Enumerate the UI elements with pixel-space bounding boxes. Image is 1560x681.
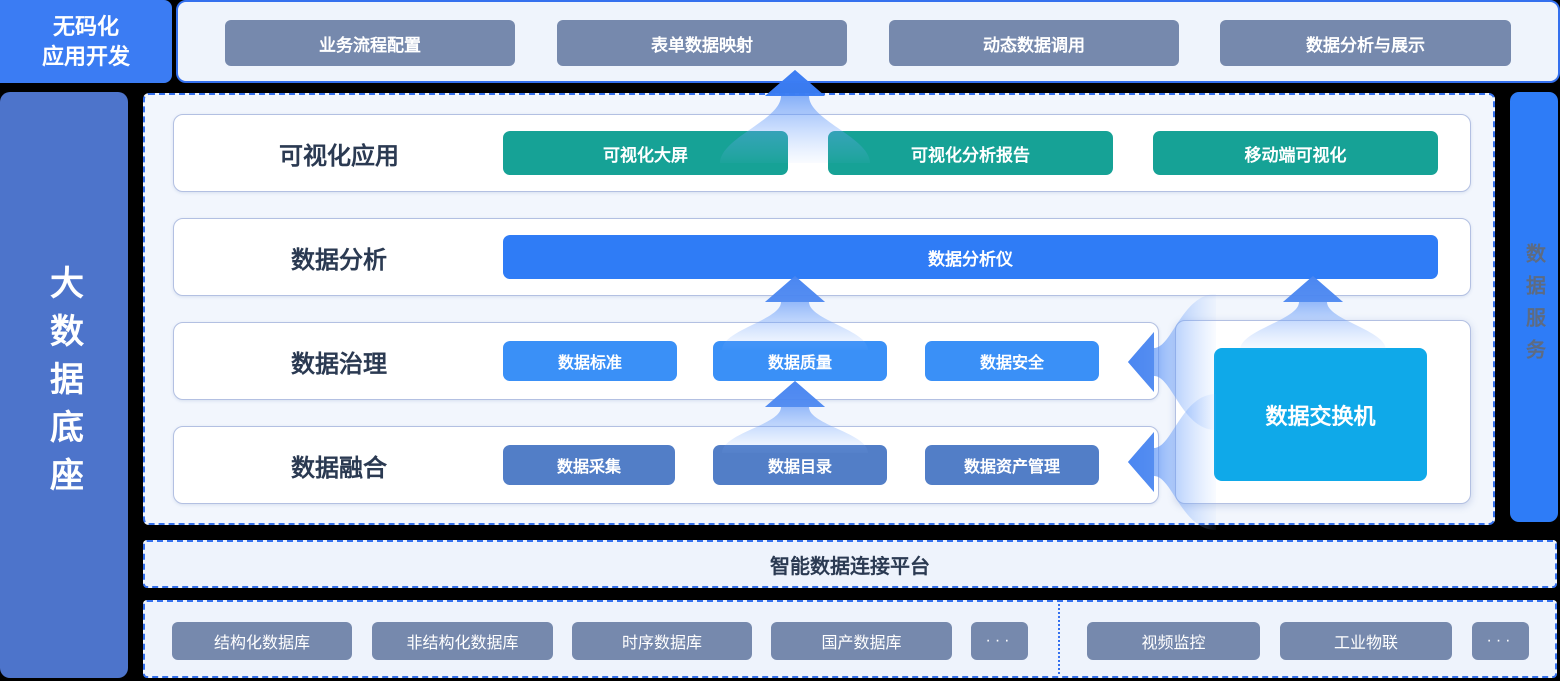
btn-data-security: 数据安全 bbox=[925, 341, 1099, 381]
btn-data-analyzer: 数据分析仪 bbox=[503, 235, 1438, 279]
src-video-monitoring: 视频监控 bbox=[1087, 622, 1260, 660]
big-data-base-label: 大数据底座 bbox=[44, 265, 83, 505]
big-data-base-sidebar: 大数据底座 bbox=[0, 92, 128, 678]
src-domestic-db: 国产数据库 bbox=[771, 622, 952, 660]
row-label-visualization: 可视化应用 bbox=[279, 142, 399, 170]
row-visualization-app: 可视化应用 可视化大屏 可视化分析报告 移动端可视化 bbox=[173, 114, 1471, 192]
src-more-iot-ellipsis: ··· bbox=[1472, 622, 1529, 660]
source-band-divider bbox=[1058, 604, 1060, 674]
data-service-sidebar: 数据服务 bbox=[1510, 92, 1558, 522]
btn-data-asset-mgmt: 数据资产管理 bbox=[925, 445, 1099, 485]
no-code-line1: 无码化 bbox=[52, 13, 119, 39]
platform-container: 可视化应用 可视化大屏 可视化分析报告 移动端可视化 数据分析 数据分析仪 数据… bbox=[143, 93, 1495, 525]
src-industrial-iot: 工业物联 bbox=[1280, 622, 1452, 660]
btn-visual-big-screen: 可视化大屏 bbox=[503, 131, 788, 175]
data-service-label: 数据服务 bbox=[1522, 243, 1545, 371]
btn-data-quality: 数据质量 bbox=[713, 341, 887, 381]
no-code-dev-box: 无码化 应用开发 bbox=[0, 0, 172, 83]
src-structured-db: 结构化数据库 bbox=[172, 622, 352, 660]
data-source-band: 结构化数据库 非结构化数据库 时序数据库 国产数据库 ··· 视频监控 工业物联… bbox=[143, 600, 1557, 678]
capability-business-process: 业务流程配置 bbox=[225, 20, 515, 66]
src-timeseries-db: 时序数据库 bbox=[572, 622, 752, 660]
btn-visual-analysis-report: 可视化分析报告 bbox=[828, 131, 1113, 175]
btn-data-catalog: 数据目录 bbox=[713, 445, 887, 485]
btn-data-exchange: 数据交换机 bbox=[1214, 348, 1427, 481]
btn-data-collection: 数据采集 bbox=[503, 445, 675, 485]
data-exchange-card: 数据交换机 bbox=[1175, 320, 1471, 504]
row-label-data-analysis: 数据分析 bbox=[291, 246, 387, 274]
btn-mobile-visualization: 移动端可视化 bbox=[1153, 131, 1438, 175]
row-data-governance: 数据治理 数据标准 数据质量 数据安全 bbox=[173, 322, 1159, 400]
capability-form-mapping: 表单数据映射 bbox=[557, 20, 847, 66]
capability-analysis-display: 数据分析与展示 bbox=[1220, 20, 1511, 66]
row-data-analysis: 数据分析 数据分析仪 bbox=[173, 218, 1471, 296]
no-code-capability-band: 业务流程配置 表单数据映射 动态数据调用 数据分析与展示 bbox=[176, 0, 1560, 83]
no-code-line2: 应用开发 bbox=[41, 43, 130, 69]
capability-dynamic-data: 动态数据调用 bbox=[889, 20, 1179, 66]
row-data-fusion: 数据融合 数据采集 数据目录 数据资产管理 bbox=[173, 426, 1159, 504]
row-label-data-fusion: 数据融合 bbox=[291, 454, 387, 482]
connection-platform-label: 智能数据连接平台 bbox=[770, 555, 930, 578]
src-unstructured-db: 非结构化数据库 bbox=[372, 622, 553, 660]
row-label-data-governance: 数据治理 bbox=[291, 350, 387, 378]
connection-platform-band: 智能数据连接平台 bbox=[143, 540, 1557, 588]
btn-data-standard: 数据标准 bbox=[503, 341, 677, 381]
src-more-db-ellipsis: ··· bbox=[971, 622, 1028, 660]
